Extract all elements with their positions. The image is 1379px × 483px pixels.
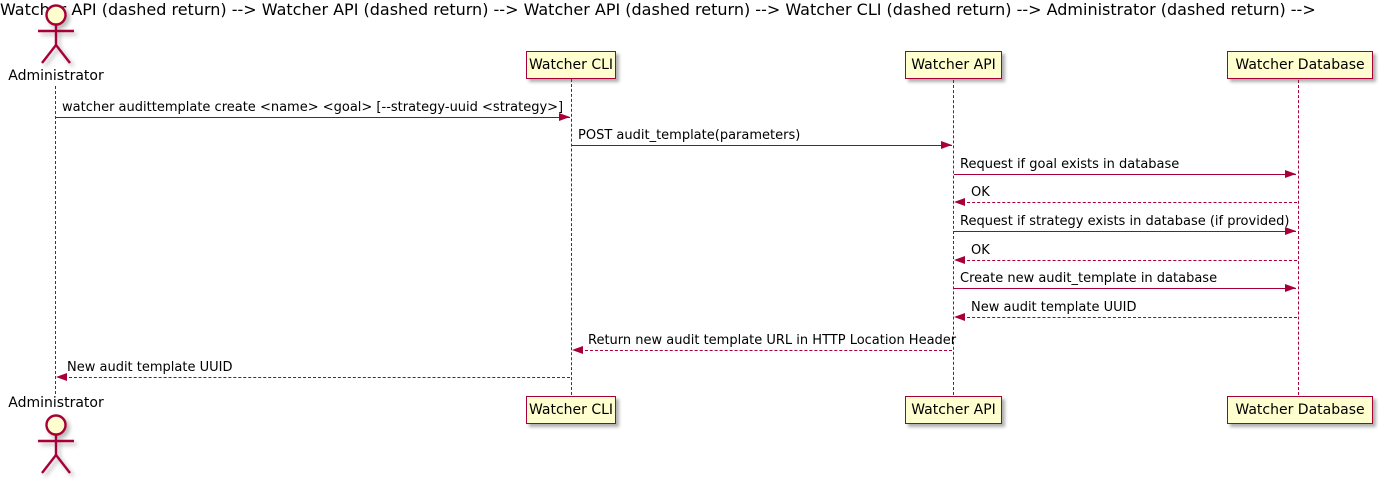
arrowhead-icon-10 [56, 373, 67, 381]
message-label-1: watcher audittemplate create <name> <goa… [62, 100, 564, 115]
arrowhead-icon-9 [572, 346, 583, 354]
message-label-10: New audit template UUID [67, 360, 233, 375]
message-line-5 [954, 231, 1296, 232]
arrowhead-icon-4 [954, 198, 965, 206]
message-line-6 [957, 260, 1297, 261]
participant-box-watcher-api-top: Watcher API [905, 51, 1002, 79]
message-line-10 [59, 377, 570, 378]
message-label-6: OK [971, 243, 990, 258]
arrowhead-icon-6 [954, 256, 965, 264]
message-line-9 [575, 350, 952, 351]
arrowhead-icon-7 [1285, 284, 1296, 292]
arrowhead-icon-1 [559, 113, 570, 121]
participant-box-watcher-database-bottom: Watcher Database [1227, 396, 1373, 424]
lifeline-watcher-api [953, 80, 954, 395]
actor-label-bottom: Administrator [8, 395, 104, 411]
participant-box-watcher-database-top: Watcher Database [1227, 51, 1373, 79]
message-line-8 [957, 317, 1297, 318]
message-label-2: POST audit_template(parameters) [578, 128, 801, 143]
message-label-3: Request if goal exists in database [960, 157, 1180, 172]
lifeline-watcher-cli [571, 79, 572, 395]
lifeline-administrator [55, 86, 56, 394]
message-line-1 [56, 117, 570, 118]
message-label-5: Request if strategy exists in database (… [960, 214, 1290, 229]
participant-box-watcher-cli-bottom: Watcher CLI [526, 396, 616, 424]
message-label-4: OK [971, 185, 990, 200]
actor-figure-icon-bottom [38, 414, 74, 474]
message-line-7 [954, 288, 1296, 289]
message-line-4 [957, 202, 1297, 203]
message-label-7: Create new audit_template in database [960, 271, 1218, 286]
actor-label-top: Administrator [8, 68, 104, 84]
message-label-9: Return new audit template URL in HTTP Lo… [588, 333, 957, 348]
actor-figure-icon-top [38, 4, 74, 64]
participant-box-watcher-cli-top: Watcher CLI [526, 51, 616, 79]
message-line-3 [954, 174, 1296, 175]
arrowhead-icon-2 [941, 141, 952, 149]
message-label-8: New audit template UUID [971, 300, 1137, 315]
participant-box-watcher-api-bottom: Watcher API [905, 396, 1002, 424]
arrowhead-icon-3 [1285, 170, 1296, 178]
arrowhead-icon-5 [1285, 227, 1296, 235]
lifeline-watcher-database [1298, 80, 1299, 395]
arrowhead-icon-8 [954, 313, 965, 321]
message-line-2 [572, 145, 952, 146]
